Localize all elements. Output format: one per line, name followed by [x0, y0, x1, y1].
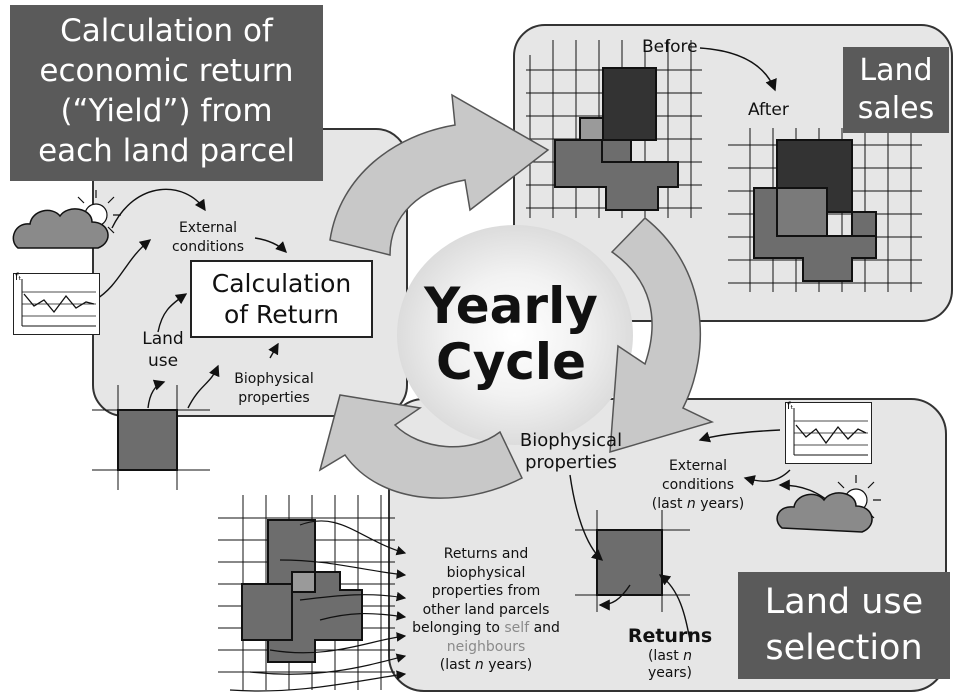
title-line: each land parcel	[38, 133, 295, 169]
title-line: sales	[857, 91, 935, 126]
label-line: other land parcels	[422, 601, 550, 618]
italic-n: n	[474, 657, 484, 673]
selection-parcel	[575, 510, 690, 612]
calc-line: of Return	[223, 300, 339, 329]
time-series-chart-left: fₜ	[13, 272, 100, 335]
label-line: properties	[525, 452, 617, 473]
calc-line: Calculation	[211, 269, 352, 298]
yearly-cycle-label: Yearly Cycle	[405, 278, 617, 390]
label-line: External	[178, 220, 238, 236]
text-run: (last	[651, 496, 687, 512]
label-line: External	[668, 458, 728, 474]
time-series-chart-right: fₜ	[785, 401, 872, 464]
label-line: years)	[648, 665, 692, 681]
title-line: (“Yield”) from	[60, 93, 273, 129]
label-line: Returns and	[443, 546, 529, 562]
returns-heading: Returns	[627, 625, 713, 647]
after-label: After	[748, 100, 789, 120]
parcel-left-small	[92, 385, 210, 490]
returns-label: Returns (last n years)	[620, 624, 720, 682]
label-line: use	[147, 351, 179, 371]
text-run: and	[529, 620, 560, 636]
cycle-arrow-bottom	[318, 394, 523, 499]
chart-axis-label: fₜ	[787, 401, 794, 412]
label-line: Land	[142, 329, 184, 349]
title-line: economic return	[39, 53, 294, 89]
cycle-arrow-right	[609, 216, 715, 454]
biophysical-properties-label-left: Biophysical properties	[216, 370, 332, 408]
center-line-1: Yearly	[424, 277, 598, 335]
economic-return-title: Calculation of economic return (“Yield”)…	[10, 5, 323, 181]
label-line: (last n	[620, 648, 720, 665]
label-line: conditions	[661, 477, 735, 493]
title-line: Land	[859, 53, 933, 88]
title-line: Calculation of	[60, 13, 273, 49]
biophysical-properties-label-right: Biophysical properties	[510, 430, 632, 474]
neighbour-parcels	[241, 519, 363, 663]
land-use-selection-title: Land use selection	[738, 572, 950, 679]
external-conditions-label-left: External conditions	[148, 219, 268, 257]
label-line: (last n years)	[636, 495, 760, 514]
before-parcels	[554, 67, 679, 211]
other-parcels-label: Returns and biophysical properties from …	[396, 545, 576, 675]
self-word: self	[504, 620, 530, 636]
after-parcels	[753, 139, 877, 282]
land-use-label: Land use	[128, 328, 198, 372]
calc-panel-arrows	[94, 188, 287, 409]
label-line: properties	[238, 390, 310, 406]
label-line: conditions	[171, 239, 245, 255]
cloud-sun-icon-left	[12, 190, 121, 249]
cycle-arrow-top	[329, 93, 550, 256]
center-glow	[397, 225, 633, 445]
italic-n: n	[683, 648, 693, 664]
before-after-arrow	[699, 47, 777, 92]
label-line: Biophysical	[519, 430, 623, 451]
label-line: properties from	[431, 583, 541, 599]
cloud-sun-icon-right	[776, 475, 881, 533]
neighbour-arrows	[229, 520, 407, 692]
italic-n: n	[686, 496, 696, 512]
land-sales-title: Land sales	[843, 47, 949, 133]
chart-axis-label: fₜ	[15, 272, 22, 283]
neighbours-word: neighbours	[446, 638, 526, 655]
text-run: (last	[439, 657, 475, 673]
external-conditions-label-right: External conditions (last n years)	[636, 457, 760, 514]
center-line-2: Cycle	[436, 333, 586, 391]
label-line: belonging to self and	[396, 619, 576, 638]
calculation-of-return-box: Calculation of Return	[190, 260, 373, 338]
before-label: Before	[642, 37, 698, 57]
label-line: (last n years)	[396, 656, 576, 675]
text-run: belonging to	[412, 620, 505, 636]
label-line: biophysical	[446, 564, 526, 581]
title-line: Land use	[764, 582, 924, 622]
text-run: (last	[647, 648, 684, 664]
text-run: years)	[695, 496, 745, 512]
label-line: Biophysical	[234, 371, 314, 387]
text-run: years)	[483, 657, 533, 673]
title-line: selection	[765, 628, 923, 668]
